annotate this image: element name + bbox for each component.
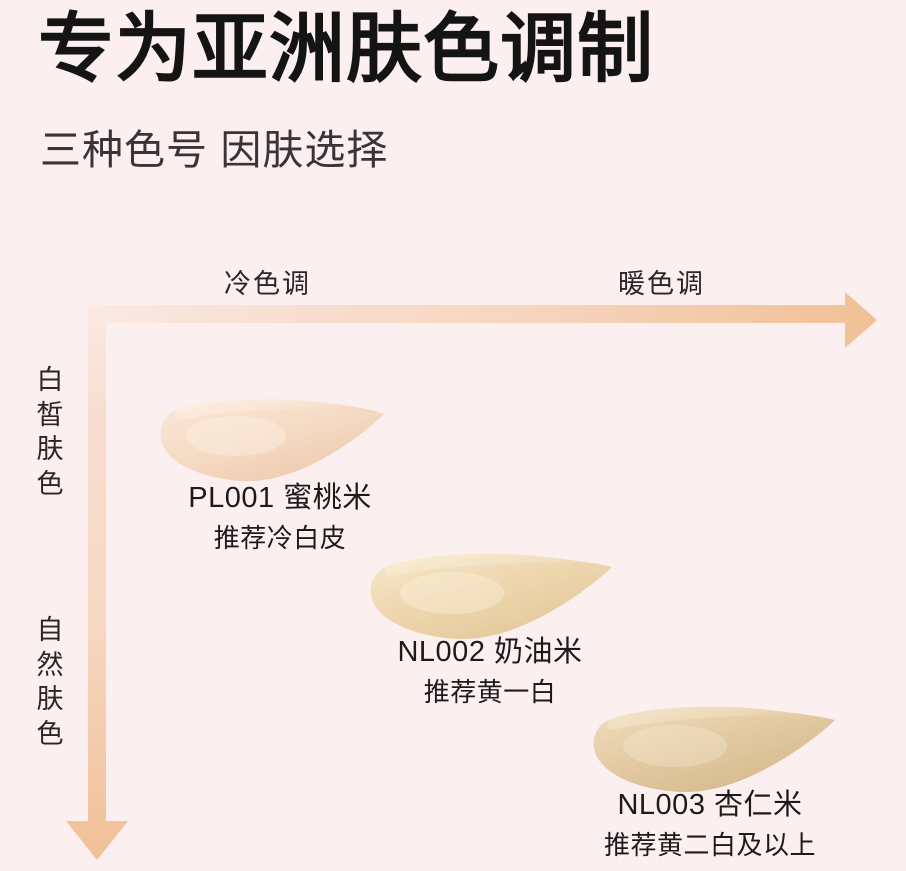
product-label-pl001: PL001 蜜桃米 推荐冷白皮 (90, 480, 470, 555)
product-name-pl001: PL001 蜜桃米 (188, 482, 372, 514)
y-axis-label-natural: 自然肤色 (36, 615, 64, 749)
page-subtitle: 三种色号 因肤选择 (40, 127, 389, 173)
product-recommendation-nl003: 推荐黄二白及以上 (603, 830, 816, 861)
product-name-nl002: NL002 奶油米 (397, 636, 583, 668)
x-axis-label-warm: 暖色调 (618, 269, 705, 299)
x-axis-label-cool: 冷色调 (224, 269, 311, 299)
y-axis-label-fair: 白皙肤色 (36, 365, 64, 499)
swatch-pl001[interactable] (148, 378, 388, 493)
swatch-nl003[interactable] (583, 686, 838, 804)
x-axis-arrow (88, 292, 877, 348)
page-title: 专为亚洲肤色调制 (38, 7, 654, 92)
product-name-nl003: NL003 杏仁米 (617, 789, 803, 821)
product-recommendation-nl002: 推荐黄一白 (423, 677, 557, 708)
product-recommendation-pl001: 推荐冷白皮 (213, 523, 347, 554)
product-label-nl003: NL003 杏仁米 推荐黄二白及以上 (520, 787, 900, 862)
product-label-nl002: NL002 奶油米 推荐黄一白 (300, 634, 680, 709)
y-axis-arrow (66, 305, 128, 860)
swatch-nl002[interactable] (360, 533, 615, 651)
